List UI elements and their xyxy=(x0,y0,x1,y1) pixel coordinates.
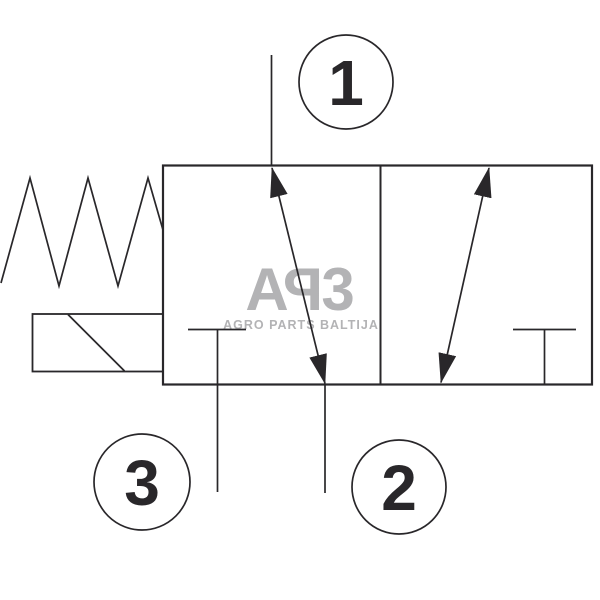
position-right xyxy=(438,167,576,384)
solenoid-frame xyxy=(31,313,164,373)
port-1-badge: 1 xyxy=(298,34,394,130)
solenoid-diagonal xyxy=(67,313,126,372)
valve-body xyxy=(161,164,594,386)
watermark-logo-letter-p-mirrored: P xyxy=(283,256,323,323)
position-left xyxy=(188,167,327,385)
solenoid-icon xyxy=(31,313,164,373)
port-3-badge: 3 xyxy=(93,433,191,531)
port-3-label: 3 xyxy=(124,447,160,519)
port-2-badge: 2 xyxy=(351,439,447,535)
port-2-label: 2 xyxy=(381,452,417,524)
port-1-circle xyxy=(298,34,394,130)
port-3-circle xyxy=(93,433,191,531)
valve-body-frame xyxy=(161,164,594,386)
port-2-circle xyxy=(351,439,447,535)
spring-icon xyxy=(0,174,164,290)
watermark: A P 3 AGRO PARTS BALTIJA xyxy=(223,256,379,332)
watermark-logo-letter-b: 3 xyxy=(321,256,354,323)
port-1-label: 1 xyxy=(328,47,364,119)
watermark-logo-letter-a: A xyxy=(245,256,288,323)
flow-arrow-right-icon xyxy=(438,167,492,384)
watermark-tagline: AGRO PARTS BALTIJA xyxy=(223,318,379,332)
flow-arrow-left-icon xyxy=(270,167,327,385)
blocked-port-right-icon xyxy=(513,328,576,384)
